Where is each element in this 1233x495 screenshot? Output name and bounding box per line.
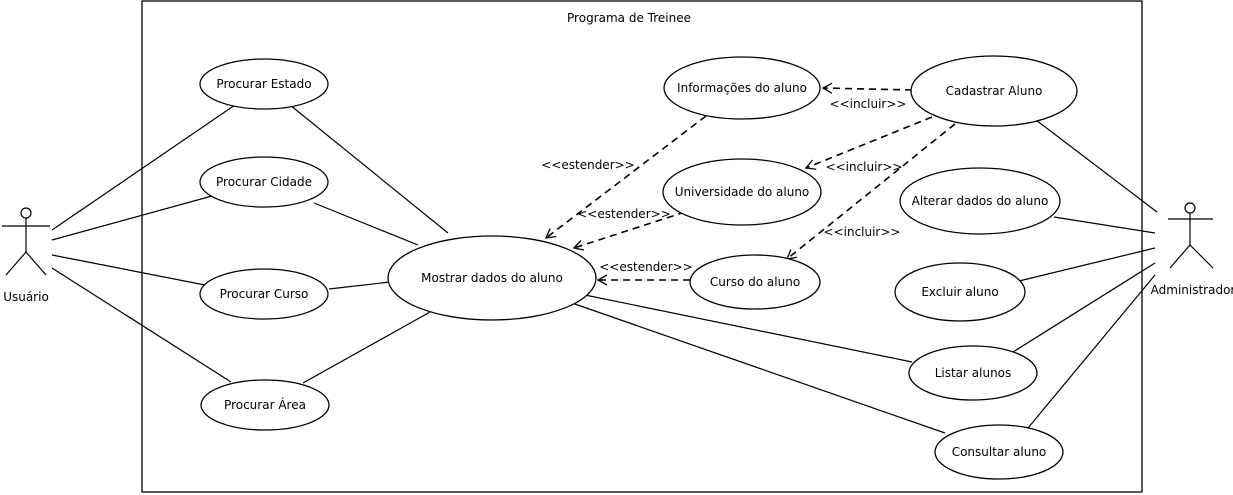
use-case-mostrar-dados[interactable]: Mostrar dados do aluno [387, 235, 597, 321]
use-case-consultar-aluno[interactable]: Consultar aluno [934, 424, 1064, 480]
include-label-curso: <<incluir>> [824, 225, 901, 239]
extend-label-curso: <<estender>> [599, 260, 692, 274]
use-case-label: Informações do aluno [677, 81, 807, 95]
use-case-label: Procurar Estado [216, 77, 311, 91]
use-case-procurar-curso[interactable]: Procurar Curso [199, 268, 329, 320]
use-case-cadastrar-aluno[interactable]: Cadastrar Aluno [910, 55, 1078, 127]
use-case-label: Excluir aluno [921, 285, 998, 299]
actor-administrador-label: Administrador [1151, 283, 1233, 297]
include-label-universidade: <<incluir>> [826, 160, 903, 174]
use-case-label: Cadastrar Aluno [946, 84, 1043, 98]
actor-administrador-head [1184, 202, 1196, 214]
extend-label-informacoes: <<estender>> [541, 158, 634, 172]
include-extend-arrows [544, 82, 956, 286]
include-label-informacoes: <<incluir>> [830, 97, 907, 111]
use-case-procurar-cidade[interactable]: Procurar Cidade [199, 156, 329, 208]
use-case-label: Universidade do aluno [675, 185, 810, 199]
system-boundary [141, 0, 1143, 493]
use-case-label: Consultar aluno [952, 445, 1047, 459]
use-case-procurar-area[interactable]: Procurar Área [200, 379, 330, 431]
use-case-curso-aluno[interactable]: Curso do aluno [689, 254, 821, 310]
use-case-universidade-aluno[interactable]: Universidade do aluno [662, 158, 822, 226]
system-title: Programa de Treinee [567, 11, 691, 25]
actor-usuario[interactable]: Usuário [2, 207, 50, 304]
show-to-admin-cases-links [571, 294, 946, 434]
actor-usuario-label: Usuário [3, 290, 49, 304]
actor-usuario-head [20, 207, 32, 219]
use-case-label: Mostrar dados do aluno [421, 271, 563, 285]
use-case-excluir-aluno[interactable]: Excluir aluno [894, 262, 1026, 322]
use-case-label: Alterar dados do aluno [912, 194, 1049, 208]
extend-label-universidade: <<estender>> [577, 207, 670, 221]
use-case-label: Procurar Curso [220, 287, 309, 301]
actor-administrador[interactable]: Administrador [1151, 202, 1233, 297]
use-case-label: Procurar Área [224, 397, 306, 412]
use-case-label: Curso do aluno [710, 275, 800, 289]
use-case-label: Listar alunos [935, 366, 1012, 380]
use-case-label: Procurar Cidade [216, 175, 312, 189]
use-case-informacoes-aluno[interactable]: Informações do aluno [663, 56, 821, 120]
search-to-show-links [289, 104, 449, 384]
usuario-associations [51, 104, 236, 383]
use-case-listar-alunos[interactable]: Listar alunos [908, 345, 1038, 401]
use-case-alterar-dados[interactable]: Alterar dados do aluno [899, 167, 1061, 235]
administrador-associations [1012, 119, 1158, 429]
use-case-procurar-estado[interactable]: Procurar Estado [199, 58, 329, 110]
